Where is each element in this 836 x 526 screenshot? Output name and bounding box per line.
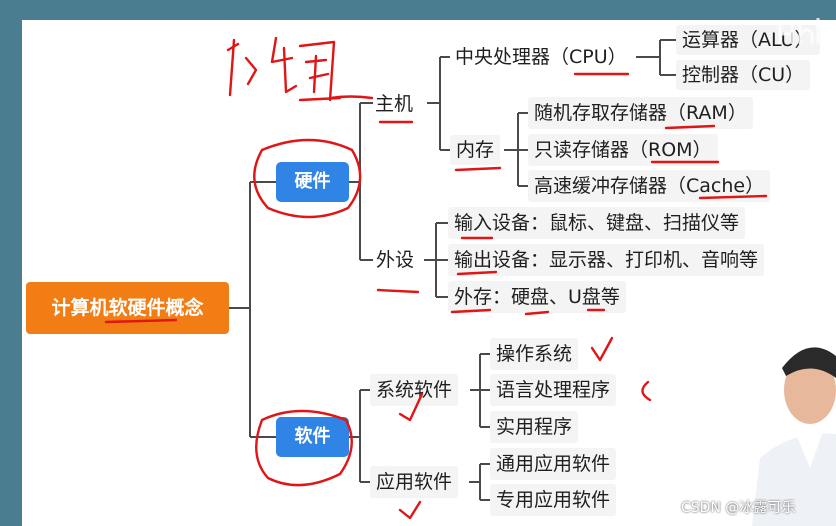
output-devices-node: 输出设备：显示器、打印机、音响等 — [448, 244, 765, 276]
memory-node: 内存 — [450, 135, 501, 165]
channel-logo-mark — [778, 18, 820, 44]
input-devices-node: 输入设备：鼠标、键盘、扫描仪等 — [448, 207, 746, 239]
root-node: 计算机软硬件概念 — [26, 282, 229, 334]
ram-node: 随机存取存储器（RAM） — [528, 97, 753, 129]
software-node: 软件 — [276, 417, 349, 457]
utilities-node: 实用程序 — [490, 411, 579, 443]
special-app-node: 专用应用软件 — [490, 484, 617, 516]
watermark: CSDN @冰露可乐 — [681, 500, 796, 516]
rom-node: 只读存储器（ROM） — [528, 134, 718, 166]
application-software-node: 应用软件 — [370, 466, 459, 498]
language-processor-node: 语言处理程序 — [490, 374, 617, 406]
peripherals-node: 外设 — [376, 249, 415, 271]
hardware-node: 硬件 — [276, 162, 349, 202]
host-node: 主机 — [375, 93, 414, 115]
cu-node: 控制器（CU） — [676, 60, 811, 90]
cpu-node: 中央处理器（CPU） — [455, 46, 627, 68]
general-app-node: 通用应用软件 — [490, 448, 617, 480]
os-node: 操作系统 — [490, 338, 579, 370]
external-storage-node: 外存：硬盘、U盘等 — [448, 281, 626, 313]
presenter-video-overlay — [752, 347, 836, 526]
system-software-node: 系统软件 — [370, 374, 459, 406]
